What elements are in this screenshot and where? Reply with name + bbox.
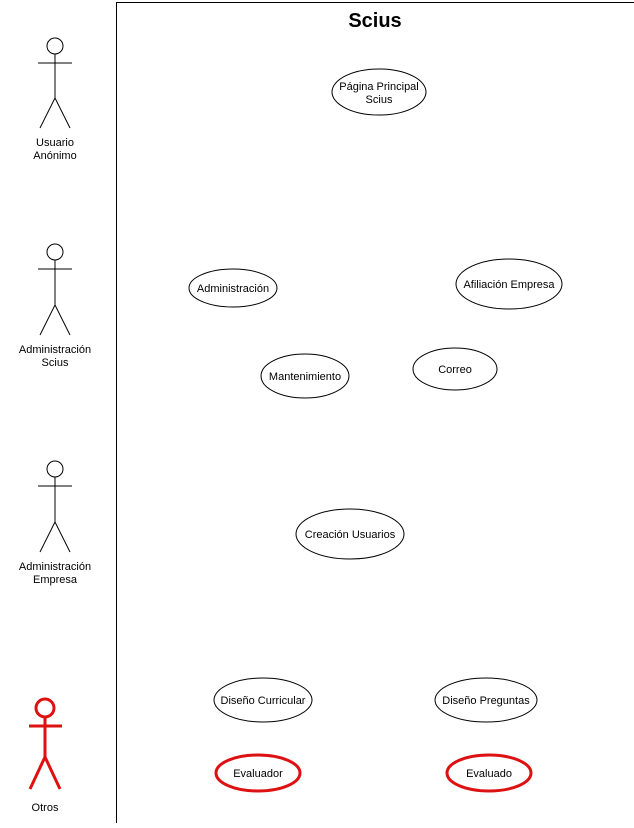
actor-administracion-scius-figure	[38, 244, 72, 335]
usecase-pagina-principal: Página Principal Scius	[332, 69, 426, 115]
actor-usuario-anonimo-figure	[38, 38, 72, 128]
usecase-afiliacion-empresa-label: Afiliación Empresa	[463, 279, 555, 291]
actor-otros-line1: Otros	[0, 802, 100, 815]
usecase-mantenimiento: Mantenimiento	[261, 354, 349, 398]
actor-administracion-scius-line1: Administración	[0, 344, 110, 357]
usecase-diseno-curricular-label: Diseño Curricular	[221, 695, 306, 707]
usecase-evaluado-label: Evaluado	[466, 768, 512, 780]
usecase-diseno-preguntas-label: Diseño Preguntas	[442, 695, 530, 707]
actor-administracion-scius-line2: Scius	[0, 357, 110, 370]
actor-administracion-empresa-figure	[38, 461, 72, 552]
usecase-correo-label: Correo	[438, 364, 472, 376]
actor-usuario-anonimo-line1: Usuario	[0, 137, 110, 150]
usecase-evaluado: Evaluado	[447, 755, 531, 791]
actor-otros-figure	[29, 699, 62, 789]
usecase-administracion: Administración	[189, 269, 277, 307]
usecase-afiliacion-empresa: Afiliación Empresa	[456, 259, 562, 309]
actor-administracion-empresa-line1: Administración	[0, 561, 110, 574]
usecase-diseno-curricular: Diseño Curricular	[214, 678, 312, 722]
usecase-pagina-principal-line1: Página Principal	[339, 81, 419, 93]
actor-administracion-empresa-label: Administración Empresa	[0, 561, 110, 587]
usecase-correo: Correo	[413, 348, 497, 390]
system-boundary	[117, 3, 634, 824]
actor-administracion-scius-label: Administración Scius	[0, 344, 110, 370]
usecase-mantenimiento-label: Mantenimiento	[269, 371, 341, 383]
actor-otros-label: Otros	[0, 802, 100, 815]
usecase-administracion-label: Administración	[197, 283, 269, 295]
usecase-evaluador-label: Evaluador	[233, 768, 283, 780]
actor-administracion-empresa-line2: Empresa	[0, 574, 110, 587]
usecase-evaluador: Evaluador	[216, 755, 300, 791]
system-title: Scius	[116, 10, 634, 33]
usecase-pagina-principal-line2: Scius	[366, 94, 393, 106]
usecase-diseno-preguntas: Diseño Preguntas	[435, 678, 537, 722]
actor-usuario-anonimo-line2: Anónimo	[0, 150, 110, 163]
actor-usuario-anonimo-label: Usuario Anónimo	[0, 137, 110, 163]
usecase-creacion-usuarios-label: Creación Usuarios	[305, 529, 396, 541]
usecase-creacion-usuarios: Creación Usuarios	[296, 509, 404, 559]
